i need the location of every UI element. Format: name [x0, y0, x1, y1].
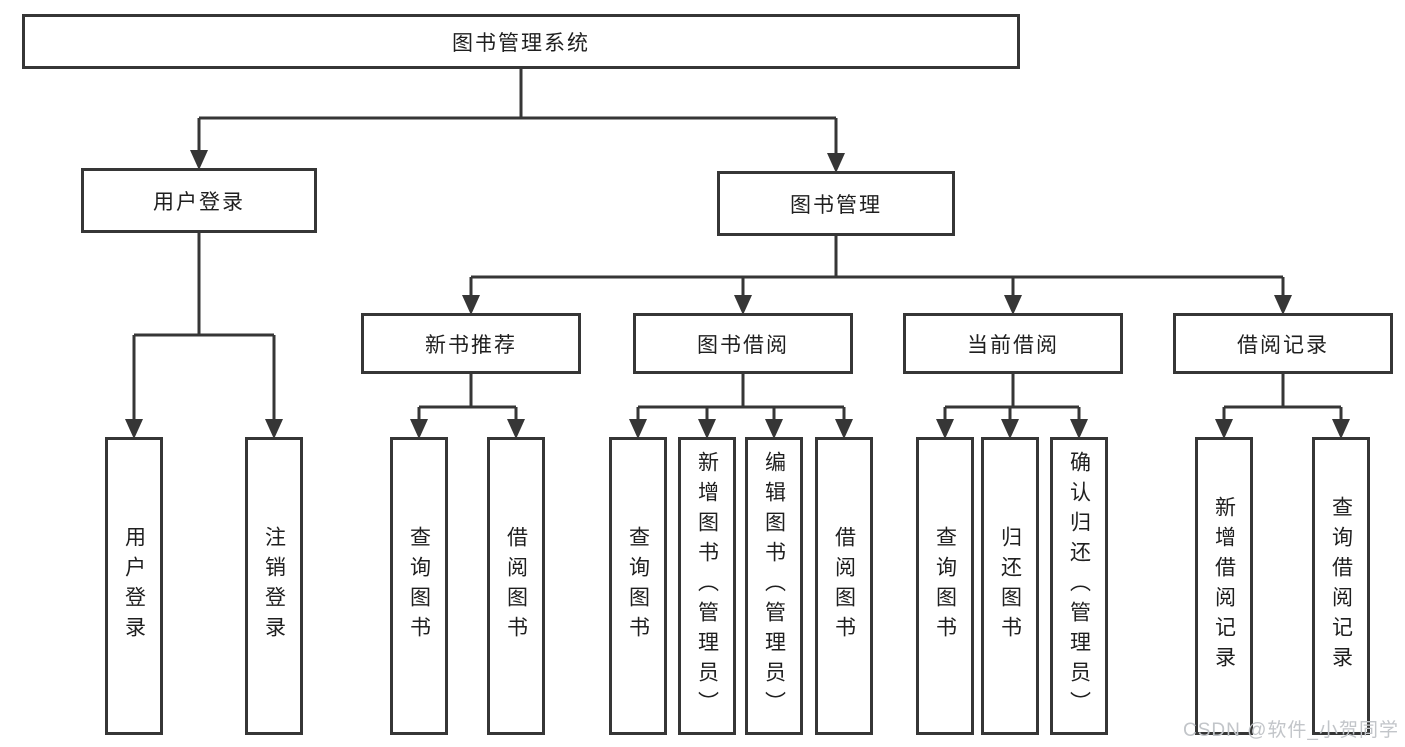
connector-line: [417, 374, 518, 421]
leaf-user-login: 用户登录: [105, 437, 163, 735]
arrowhead-logout-leaf: [265, 419, 283, 439]
leaf-confirm-return-admin: 确认归还（管理员）: [1050, 437, 1108, 735]
connector-root-to-level2: [190, 68, 845, 173]
leaf-return-book: 归还图书: [981, 437, 1039, 735]
arrowhead-leaf: [1215, 419, 1233, 439]
node-root-system: 图书管理系统: [22, 14, 1020, 69]
connector-line: [469, 236, 1285, 297]
arrowhead-login-leaf: [125, 419, 143, 439]
leaf-current-query-book: 查询图书: [916, 437, 974, 735]
leaf-borrow-query-book: 查询图书: [609, 437, 667, 735]
leaf-logout: 注销登录: [245, 437, 303, 735]
connector-line: [132, 233, 276, 421]
node-borrowing-records: 借阅记录: [1173, 313, 1393, 374]
node-book-borrowing: 图书借阅: [633, 313, 853, 374]
arrowhead-new-book: [462, 295, 480, 315]
connector-book-borrow-to-leaves: [629, 374, 853, 439]
arrowhead-leaf: [629, 419, 647, 439]
connector-borrow-record-to-leaves: [1215, 374, 1350, 439]
leaf-add-borrow-record: 新增借阅记录: [1195, 437, 1253, 735]
node-book-management: 图书管理: [717, 171, 955, 236]
arrowhead-leaf: [507, 419, 525, 439]
leaf-recommend-query-book: 查询图书: [390, 437, 448, 735]
csdn-watermark: CSDN @软件_小贺同学: [1183, 720, 1399, 741]
arrowhead-leaf: [835, 419, 853, 439]
leaf-recommend-borrow-book: 借阅图书: [487, 437, 545, 735]
arrowhead-leaf: [765, 419, 783, 439]
arrowhead-leaf: [698, 419, 716, 439]
arrowhead-book-management: [827, 153, 845, 173]
arrowhead-current-borrow: [1004, 295, 1022, 315]
connector-book-management-to-level3: [462, 236, 1292, 315]
connector-line: [636, 374, 846, 421]
connector-current-borrow-to-leaves: [936, 374, 1088, 439]
leaf-edit-book-admin: 编辑图书（管理员）: [745, 437, 803, 735]
node-current-borrowing: 当前借阅: [903, 313, 1123, 374]
arrowhead-leaf: [936, 419, 954, 439]
connector-line: [943, 374, 1081, 421]
connector-line: [197, 68, 838, 155]
arrowhead-borrow-record: [1274, 295, 1292, 315]
leaf-add-book-admin: 新增图书（管理员）: [678, 437, 736, 735]
arrowhead-leaf: [410, 419, 428, 439]
connector-new-book-to-leaves: [410, 374, 525, 439]
arrowhead-leaf: [1070, 419, 1088, 439]
connector-user-login-to-leaves: [125, 233, 283, 439]
node-user-login: 用户登录: [81, 168, 317, 233]
node-new-book-recommend: 新书推荐: [361, 313, 581, 374]
arrowhead-leaf: [1001, 419, 1019, 439]
leaf-query-borrow-record: 查询借阅记录: [1312, 437, 1370, 735]
arrowhead-book-borrow: [734, 295, 752, 315]
arrowhead-user-login: [190, 150, 208, 170]
connector-line: [1222, 374, 1343, 421]
arrowhead-leaf: [1332, 419, 1350, 439]
leaf-borrow-book: 借阅图书: [815, 437, 873, 735]
